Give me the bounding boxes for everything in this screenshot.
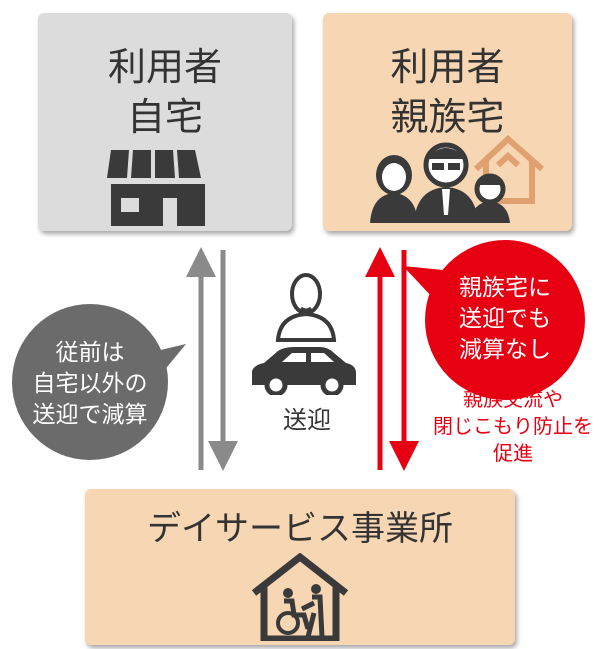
family-house-icon xyxy=(370,134,544,223)
red-note-line3: 促進 xyxy=(493,441,533,465)
right-bubble-line2: 送迎でも xyxy=(459,306,551,332)
service-title: デイサービス事業所 xyxy=(147,509,453,549)
care-house-icon xyxy=(251,553,349,641)
bubble-tail xyxy=(152,344,186,378)
red-note-line2: 閉じこもり防止を xyxy=(433,414,593,438)
right-bubble-line1: 親族宅に xyxy=(459,275,551,301)
store-icon xyxy=(107,150,205,226)
red-note-line1: 親族交流や xyxy=(463,387,563,411)
relative-title-line1: 利用者 xyxy=(390,45,505,89)
day-service-box: デイサービス事業所 xyxy=(85,489,515,645)
relative-home-box: 利用者 親族宅 xyxy=(323,13,572,231)
home-title-line2: 自宅 xyxy=(126,95,203,139)
relative-title-line2: 親族宅 xyxy=(390,95,505,139)
person-icon xyxy=(275,273,337,342)
note-bubble-no-reduction: 親族宅に 送迎でも 減算なし xyxy=(403,240,585,400)
car-icon xyxy=(252,347,356,395)
note-bubble-before: 従前は 自宅以外の 送迎で減算 xyxy=(12,304,186,460)
left-bubble-line2: 自宅以外の xyxy=(32,371,148,397)
transport-label: 送迎 xyxy=(283,406,331,434)
home-title-line1: 利用者 xyxy=(107,45,222,89)
left-bubble-line3: 送迎で減算 xyxy=(32,402,148,428)
user-home-box: 利用者 自宅 xyxy=(38,13,292,231)
right-bubble-line3: 減算なし xyxy=(459,337,551,363)
bubble-tail xyxy=(403,266,443,298)
left-bubble-line1: 従前は xyxy=(55,340,125,366)
